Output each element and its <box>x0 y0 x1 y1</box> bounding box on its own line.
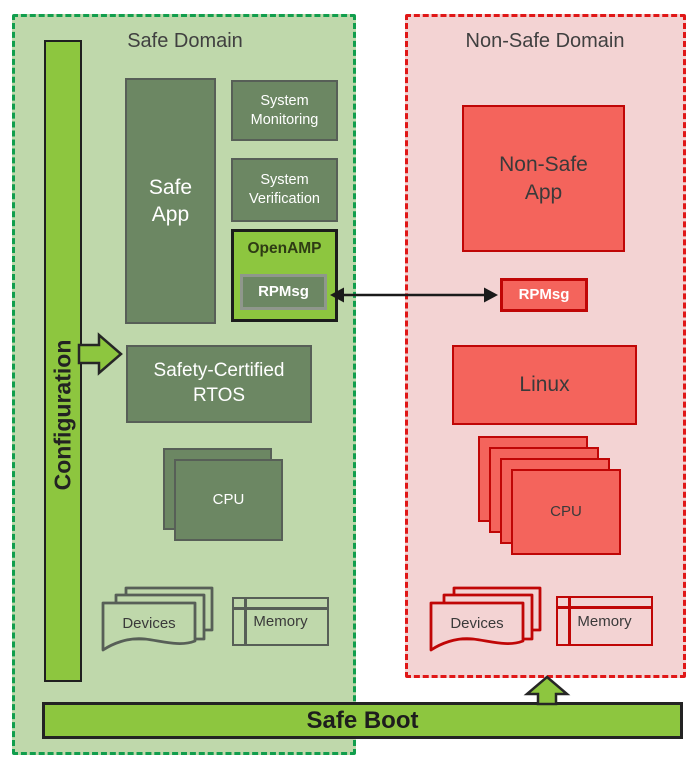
openamp-label: OpenAMP <box>247 240 322 257</box>
rpmsg-link-arrow <box>330 287 498 303</box>
configuration-label: Configuration <box>49 339 76 491</box>
devices-safe-icon: Devices <box>101 586 214 652</box>
system-verification-box: System Verification <box>231 158 338 222</box>
configuration-bar <box>44 40 82 682</box>
safe-boot-label: Safe Boot <box>306 706 419 734</box>
memory-nonsafe-box: Memory <box>556 596 653 646</box>
system-monitoring-box: System Monitoring <box>231 80 338 141</box>
memory-nonsafe-label: Memory <box>577 612 632 630</box>
boot-arrow <box>523 675 571 706</box>
devices-safe-label: Devices <box>122 615 175 632</box>
memory-line-horizontal <box>234 607 327 610</box>
nonsafe-app-box: Non-Safe App <box>462 105 625 252</box>
configuration-arrow <box>77 332 123 376</box>
memory-line-horizontal <box>558 606 651 609</box>
memory-line-vertical <box>568 598 571 644</box>
memory-safe-box: Memory <box>232 597 329 646</box>
rpmsg-nonsafe-box: RPMsg <box>500 278 588 312</box>
safe-boot-bar: Safe Boot <box>42 702 683 739</box>
memory-safe-label: Memory <box>253 613 308 630</box>
nonsafe-domain-title: Non-Safe Domain <box>465 30 625 52</box>
linux-box: Linux <box>452 345 637 425</box>
cpu-safe-box: CPU <box>174 459 283 541</box>
rpmsg-safe-box: RPMsg <box>240 274 327 310</box>
safe-domain-title: Safe Domain <box>127 30 243 52</box>
safe-app-box: Safe App <box>125 78 216 324</box>
devices-nonsafe-label: Devices <box>450 615 503 632</box>
rtos-box: Safety-Certified RTOS <box>126 345 312 423</box>
devices-nonsafe-icon: Devices <box>429 586 542 652</box>
memory-line-vertical <box>244 599 247 644</box>
cpu-nonsafe-box: CPU <box>511 469 621 555</box>
